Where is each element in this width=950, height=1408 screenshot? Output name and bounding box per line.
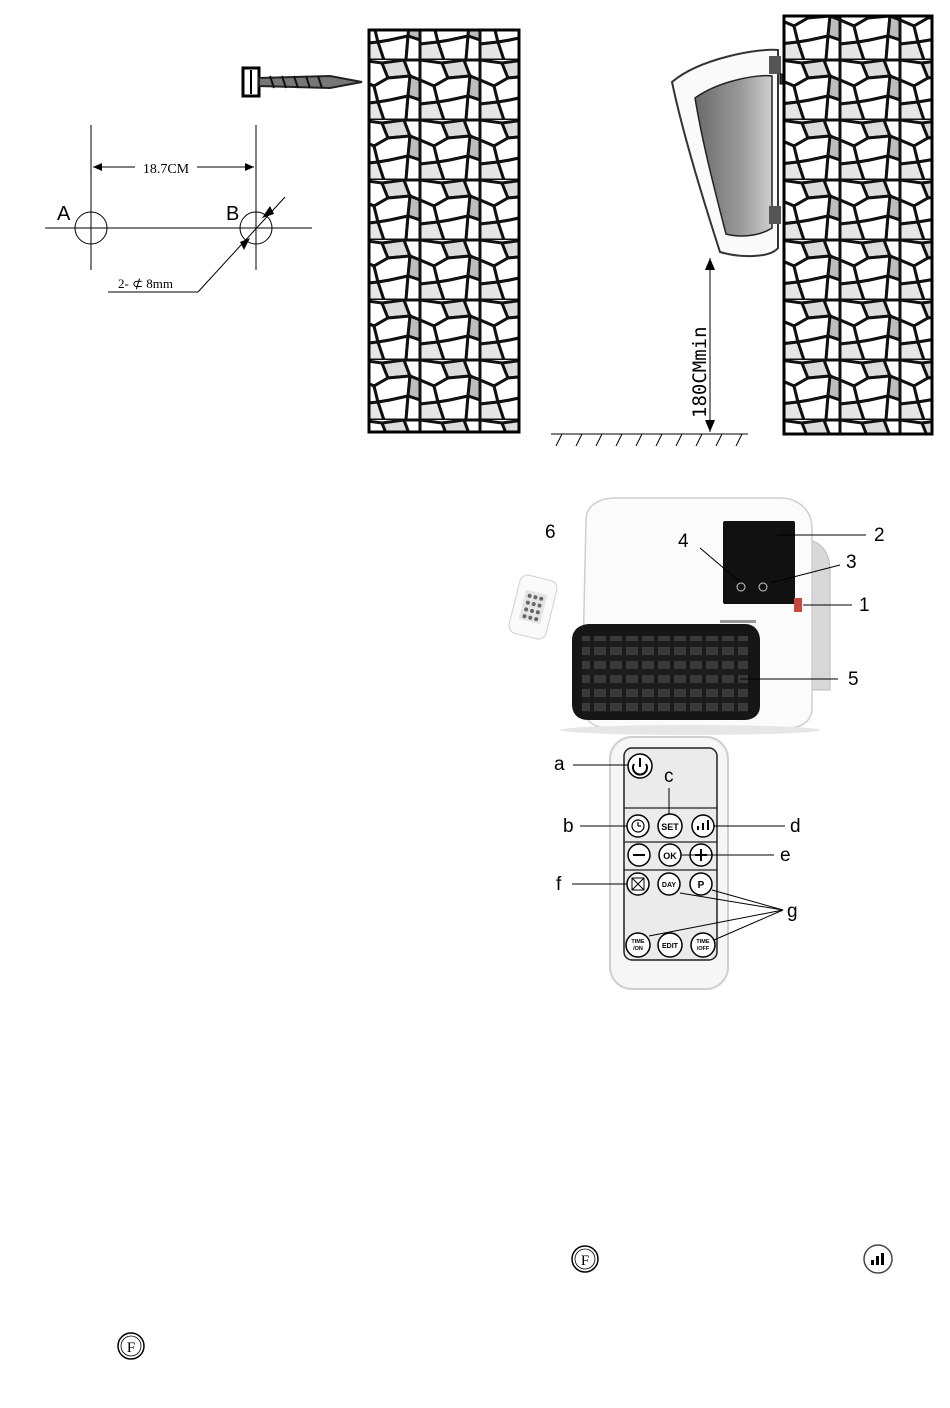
svg-text:/ON: /ON (633, 946, 643, 952)
time-off-button[interactable]: TIME /OFF (691, 933, 715, 957)
power-switch-1 (794, 598, 802, 612)
power-level-icon (864, 1245, 892, 1273)
callout-5: 5 (848, 669, 859, 690)
day-button[interactable]: DAY (658, 873, 680, 895)
remote-callout-e: e (780, 845, 791, 866)
set-button[interactable]: SET (658, 814, 682, 838)
heater-front-illustration (560, 498, 830, 735)
svg-text:F: F (581, 1253, 589, 1269)
distance-label: 18.7CM (143, 162, 190, 177)
remote-callout-f: f (556, 874, 562, 895)
open-window-button[interactable] (627, 873, 649, 895)
svg-text:DAY: DAY (662, 882, 676, 889)
remote-thumbnail (507, 573, 558, 640)
callout-4: 4 (678, 531, 689, 552)
air-outlet-grill (582, 636, 748, 712)
drill-hole-diagram: 18.7CM A B 2- ⊄ 8mm (45, 125, 312, 292)
power-button[interactable] (628, 754, 652, 778)
callout-1: 1 (859, 595, 870, 616)
min-height-label: 180CMmin (689, 326, 711, 418)
time-on-button[interactable]: TIME /ON (626, 933, 650, 957)
remote-callout-b: b (563, 816, 574, 837)
svg-text:/OFF: /OFF (697, 946, 710, 952)
svg-text:SET: SET (661, 822, 679, 832)
floor-height-diagram: 180CMmin (551, 258, 748, 446)
remote-callout-a: a (554, 754, 565, 775)
callout-6: 6 (545, 522, 556, 543)
point-a-label: A (57, 203, 71, 225)
svg-text:F: F (127, 1340, 135, 1356)
screw-anchor-diagram (243, 68, 362, 96)
fan-mode-icon-2: F (118, 1333, 144, 1359)
callout-3: 3 (846, 552, 857, 573)
hole-spec-label: 2- ⊄ 8mm (118, 276, 173, 291)
minus-button[interactable] (628, 844, 650, 866)
remote-callout-d: d (790, 816, 801, 837)
remote-callout-g: g (787, 901, 798, 922)
svg-text:EDIT: EDIT (662, 943, 679, 950)
callout-2: 2 (874, 525, 885, 546)
wall-section-right (784, 16, 932, 434)
edit-button[interactable]: EDIT (658, 933, 682, 957)
power-level-button[interactable] (692, 815, 714, 837)
wall-section-left (369, 30, 519, 432)
point-b-label: B (226, 203, 239, 225)
ok-button[interactable]: OK (659, 844, 681, 866)
svg-text:OK: OK (663, 851, 677, 861)
remote-callout-c: c (664, 766, 674, 787)
program-button[interactable]: P (690, 873, 712, 895)
svg-text:TIME: TIME (631, 939, 644, 945)
svg-text:TIME: TIME (696, 939, 709, 945)
svg-text:P: P (698, 880, 705, 891)
fan-mode-icon: F (572, 1246, 598, 1272)
display-panel (723, 521, 795, 604)
timer-button[interactable] (627, 815, 649, 837)
